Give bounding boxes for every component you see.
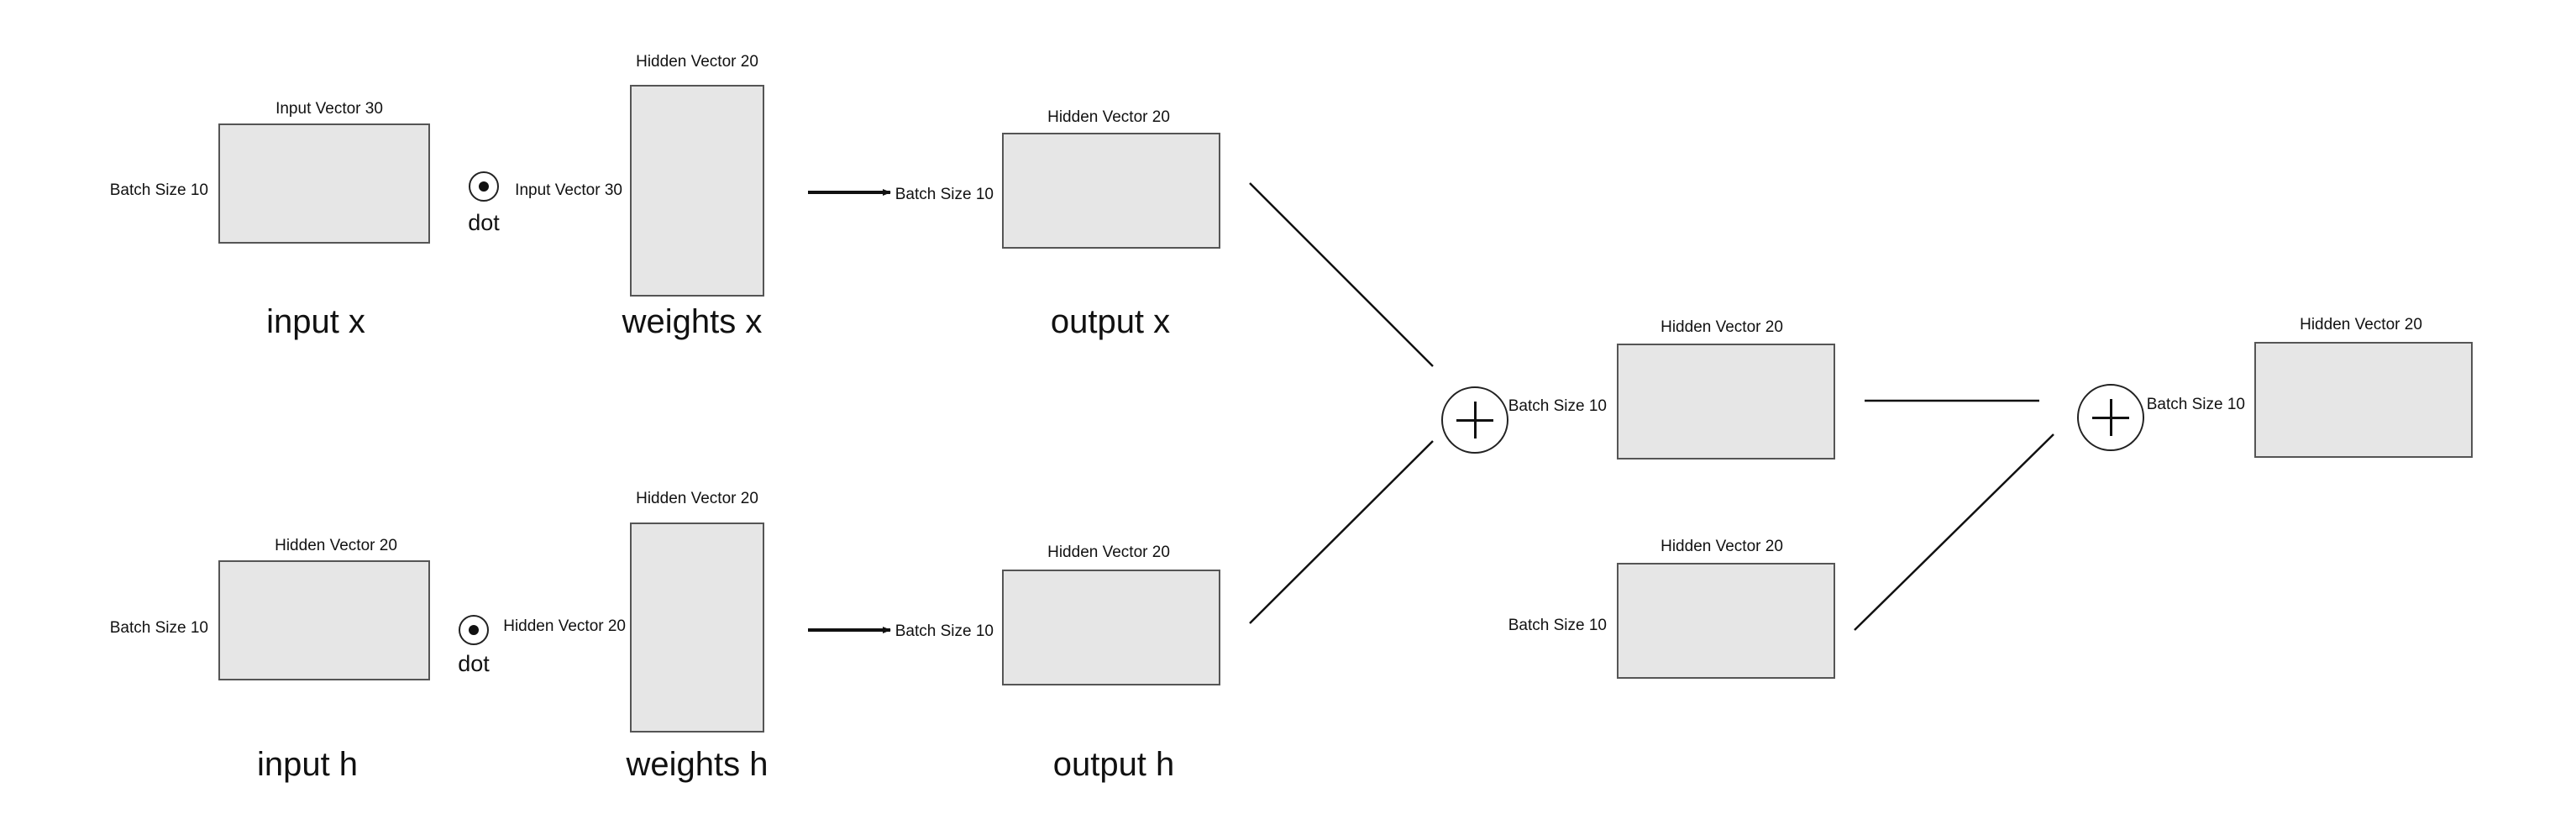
- input-h-matrix: [218, 560, 430, 680]
- weights-x-title: weights x: [622, 303, 763, 340]
- sum-1-side-label: Batch Size 10: [1508, 397, 1607, 415]
- weights-x-matrix: [630, 85, 764, 297]
- circled-dot-icon: [469, 171, 499, 202]
- output-x-top-label: Hidden Vector 20: [1047, 108, 1170, 126]
- sum-2-matrix: [2254, 342, 2473, 458]
- circled-plus-icon: [1441, 386, 1508, 454]
- line-bias-to-add-2: [1854, 433, 2054, 631]
- sum-2-top-label: Hidden Vector 20: [2300, 316, 2422, 333]
- output-x-title: output x: [1050, 303, 1171, 340]
- input-x-title: input x: [266, 303, 365, 340]
- input-x-matrix: [218, 123, 430, 244]
- circled-dot-icon: [459, 615, 489, 645]
- bias-top-label: Hidden Vector 20: [1660, 538, 1783, 555]
- bias-matrix: [1617, 563, 1835, 679]
- output-x-side-label: Batch Size 10: [895, 186, 994, 203]
- weights-x-top-label: Hidden Vector 20: [636, 53, 758, 71]
- weights-x-side-label: Input Vector 30: [515, 181, 622, 199]
- line-output-x-to-add-1: [1249, 182, 1434, 367]
- input-x-top-label: Input Vector 30: [275, 100, 383, 118]
- weights-h-title: weights h: [626, 746, 769, 783]
- weights-h-top-label: Hidden Vector 20: [636, 490, 758, 507]
- dot-x-label: dot: [468, 210, 500, 235]
- input-h-side-label: Batch Size 10: [109, 619, 208, 637]
- sum-1-matrix: [1617, 344, 1835, 460]
- dot-h-label: dot: [458, 651, 490, 676]
- output-h-title: output h: [1052, 746, 1175, 783]
- input-h-top-label: Hidden Vector 20: [275, 537, 397, 554]
- line-output-h-to-add-1: [1249, 440, 1434, 624]
- circled-plus-icon: [2077, 384, 2144, 451]
- output-h-top-label: Hidden Vector 20: [1047, 544, 1170, 561]
- input-x-side-label: Batch Size 10: [109, 181, 208, 199]
- output-h-side-label: Batch Size 10: [895, 622, 994, 640]
- weights-h-matrix: [630, 523, 764, 733]
- bias-side-label: Batch Size 10: [1508, 617, 1607, 634]
- weights-h-side-label: Hidden Vector 20: [503, 617, 626, 635]
- sum-1-top-label: Hidden Vector 20: [1660, 318, 1783, 336]
- output-h-matrix: [1002, 570, 1220, 685]
- sum-2-side-label: Batch Size 10: [2146, 396, 2245, 413]
- input-h-title: input h: [256, 746, 359, 783]
- output-x-matrix: [1002, 133, 1220, 249]
